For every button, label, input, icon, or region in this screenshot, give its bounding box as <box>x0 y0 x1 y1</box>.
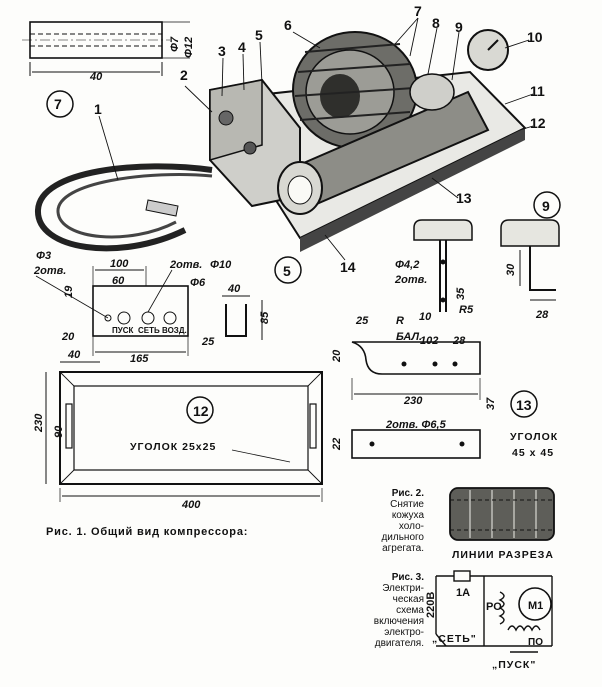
callout-4: 4 <box>238 39 246 55</box>
part-5-hole-mid: Φ6 <box>190 277 206 289</box>
part-9-dim-30: 30 <box>505 263 517 276</box>
part-13-dim-20: 20 <box>331 349 343 363</box>
part-12-dim-400: 400 <box>181 499 201 511</box>
part-5-dim-19: 19 <box>63 285 75 298</box>
part-5-dim-60: 60 <box>112 275 125 287</box>
fig-3-caption-line-4: схема <box>396 605 424 616</box>
part-9-dim-28: 28 <box>535 309 549 321</box>
callout-10: 10 <box>527 29 543 45</box>
fig-3-ro: РО <box>486 601 502 613</box>
part-13-dim-37: 37 <box>485 397 497 410</box>
part-13-dim-230: 230 <box>403 395 423 407</box>
part-13-drawing: 25 R БАЛ. 102 28 20 230 37 2отв. Φ6,5 22… <box>331 315 558 459</box>
part-13-angle-title: УГОЛОК <box>510 431 558 443</box>
fig-3-caption-line-7: двигателя. <box>375 638 424 649</box>
part-12-angle: УГОЛОК 25х25 <box>130 441 216 453</box>
part-5-hole-big-count: 2отв. <box>169 259 202 271</box>
fig-3-caption-line-3: ческая <box>393 594 424 605</box>
part-9-dim-10: 10 <box>419 311 432 323</box>
fig-3-drawing: Рис. 3. Электри- ческая схема включения … <box>374 570 553 671</box>
part-13-tag: 13 <box>516 397 532 413</box>
part-9-tag: 9 <box>542 198 550 214</box>
part-12-drawing: 40 230 90 УГОЛОК 25х25 400 12 <box>33 349 323 511</box>
part-9-hole-count: 2отв. <box>394 274 427 286</box>
fig-2-caption-line-5: дильного <box>381 532 424 543</box>
fig-3-fuse: 1А <box>456 587 470 599</box>
callout-13: 13 <box>456 190 472 206</box>
part-7-outer-diameter: Φ12 <box>183 37 195 58</box>
fig-2-cut-lines: ЛИНИИ РАЗРЕЗА <box>452 549 554 561</box>
part-5-btn-air: ВОЗД. <box>162 326 187 335</box>
fig-2-caption-line-3: кожуха <box>392 510 425 521</box>
callout-6: 6 <box>284 17 292 33</box>
part-5-hole-small: Φ3 <box>36 250 51 262</box>
part-13-bal: БАЛ. <box>396 331 422 343</box>
fig-1-caption: Рис. 1. Общий вид компрессора: <box>46 526 248 538</box>
part-13-dim-102: 102 <box>420 335 438 347</box>
callout-5: 5 <box>255 27 263 43</box>
callout-3: 3 <box>218 43 226 59</box>
part-12-dim-230: 230 <box>33 413 45 433</box>
fig-3-start: „ПУСК" <box>492 659 536 671</box>
part-7-drawing: 40 Φ7 Φ12 7 <box>22 21 195 118</box>
fig-3-caption-line-6: электро- <box>384 627 424 638</box>
part-5-tag: 5 <box>283 263 291 279</box>
part-12-dim-40: 40 <box>67 349 81 361</box>
part-5-dim-25: 25 <box>201 336 215 348</box>
part-5-dim-85: 85 <box>259 311 271 324</box>
part-7-tag: 7 <box>54 96 62 112</box>
fig-3-voltage: 220В <box>425 592 437 618</box>
fig-3-po: ПО <box>528 637 543 648</box>
part-9-hole: Φ4,2 <box>395 259 419 271</box>
fig-2-caption-line-2: Снятие <box>390 499 424 510</box>
part-13-dim-28: 28 <box>452 335 466 347</box>
fig-3-caption-line-5: включения <box>374 616 424 627</box>
fig-2-caption-line-6: агрегата. <box>382 543 424 554</box>
part-5-dim-100: 100 <box>110 258 129 270</box>
part-13-dim-22: 22 <box>331 438 343 451</box>
part-13-dim-25: 25 <box>355 315 369 327</box>
part-5-hole-big: Φ10 <box>210 259 232 271</box>
fig-3-caption-line-1: Рис. 3. <box>392 572 424 583</box>
part-13-r: R <box>396 315 404 327</box>
part-5-btn-net: СЕТЬ <box>138 326 160 335</box>
callout-12: 12 <box>530 115 546 131</box>
part-13-holes: 2отв. Φ6,5 <box>385 419 447 431</box>
fig-2-caption-line-4: холо- <box>399 521 424 532</box>
part-13-angle-size: 45 х 45 <box>512 447 554 459</box>
part-9-dim-35: 35 <box>455 287 467 300</box>
fig-3-motor: М1 <box>528 600 543 612</box>
callout-11: 11 <box>530 83 545 99</box>
part-5-btn-start: ПУСК <box>112 326 134 335</box>
part-5-dim-40: 40 <box>227 283 241 295</box>
part-12-dim-90: 90 <box>53 425 65 438</box>
compressor-illustration: 1 2 3 4 5 6 7 8 9 10 11 12 13 14 <box>34 3 546 275</box>
callout-8: 8 <box>432 15 440 31</box>
fig-3-caption-line-2: Электри- <box>382 583 424 594</box>
part-9-drawing: Φ4,2 2отв. 35 10 R5 30 28 9 <box>394 191 561 323</box>
callout-14: 14 <box>340 259 356 275</box>
fig-2-caption-line-1: Рис. 2. <box>392 488 424 499</box>
part-12-tag: 12 <box>193 403 209 419</box>
callout-7: 7 <box>414 3 422 19</box>
callout-1: 1 <box>94 101 102 117</box>
part-7-inner-diameter: Φ7 <box>169 36 181 52</box>
part-5-dim-165: 165 <box>130 353 149 365</box>
part-5-dim-20: 20 <box>61 331 75 343</box>
fig-3-net: „СЕТЬ" <box>432 633 477 645</box>
part-5-hole-small-count: 2отв. <box>33 265 66 277</box>
callout-2: 2 <box>180 67 188 83</box>
part-5-drawing: ПУСК СЕТЬ ВОЗД. Φ3 2отв. 100 60 2отв. Φ1… <box>33 250 302 365</box>
callout-9: 9 <box>455 19 463 35</box>
part-7-length: 40 <box>89 71 103 83</box>
fig-2-drawing: Рис. 2. Снятие кожуха холо- дильного агр… <box>381 487 555 561</box>
part-9-r5: R5 <box>459 304 474 316</box>
